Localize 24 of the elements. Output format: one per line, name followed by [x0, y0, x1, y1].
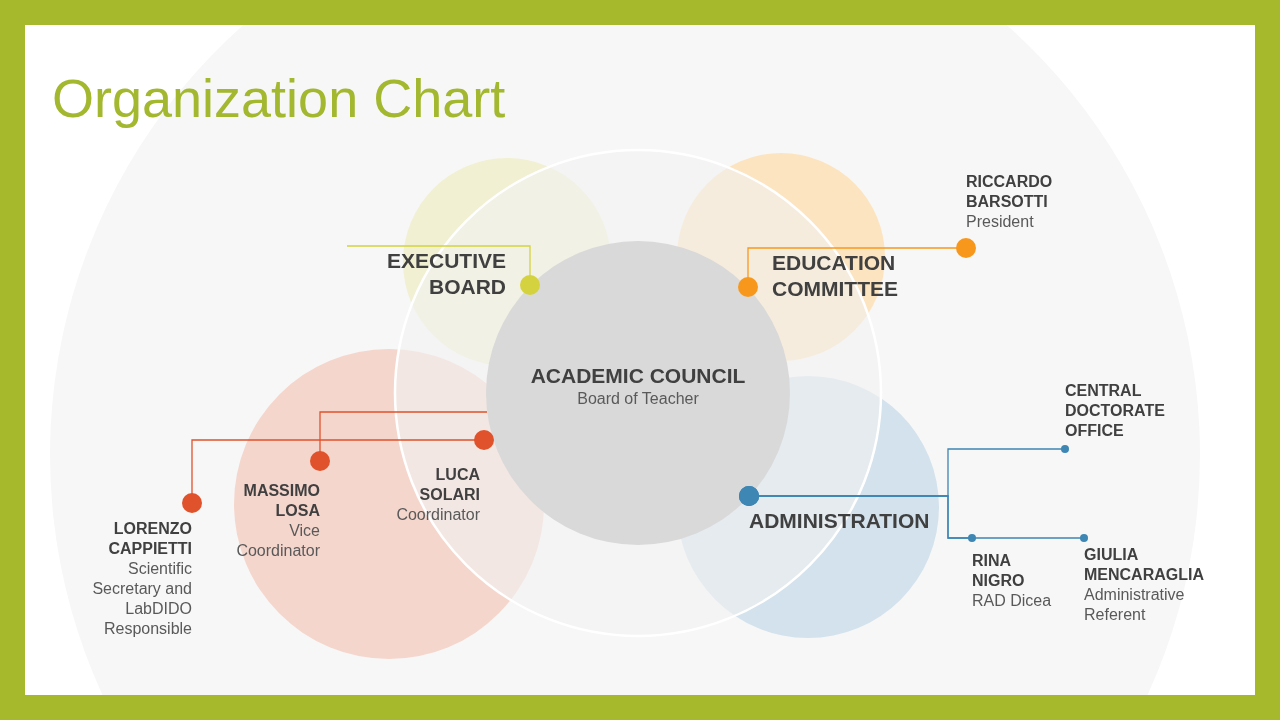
office-name: CENTRAL DOCTORATE OFFICE — [1065, 381, 1166, 441]
person-name: RINA NIGRO — [972, 551, 1026, 591]
role-text: President — [966, 212, 1034, 232]
connector-line — [738, 238, 976, 297]
person-name: MASSIMO LOSA — [242, 481, 320, 521]
person-name: GIULIA MENCARAGLIA — [1084, 545, 1205, 585]
connector-line — [346, 245, 540, 295]
connector-line — [310, 411, 488, 471]
group-name: EXECUTIVE BOARD — [385, 248, 506, 300]
role-text: Coordinator — [396, 505, 480, 525]
person-name: LORENZO CAPPIETTI — [107, 519, 192, 559]
group-name: ACADEMIC COUNCIL — [530, 363, 746, 389]
group-name: EDUCATION COMMITTEE — [772, 250, 899, 302]
connector-line — [182, 430, 494, 513]
role-text: RAD Dicea — [972, 591, 1052, 611]
person-name: RICCARDO BARSOTTI — [966, 172, 1054, 212]
connector-line — [739, 486, 1088, 542]
role-text: Administrative Referent — [1084, 585, 1186, 625]
chart-title: Organization Chart — [52, 68, 506, 128]
role-text: Scientific Secretary and LabDIDO Responsible — [91, 559, 192, 639]
role-text: Vice Coordinator — [235, 521, 320, 561]
group-name: ADMINISTRATION — [749, 508, 930, 534]
subtitle-text: Board of Teacher — [577, 389, 699, 409]
person-name: LUCA SOLARI — [418, 465, 480, 505]
